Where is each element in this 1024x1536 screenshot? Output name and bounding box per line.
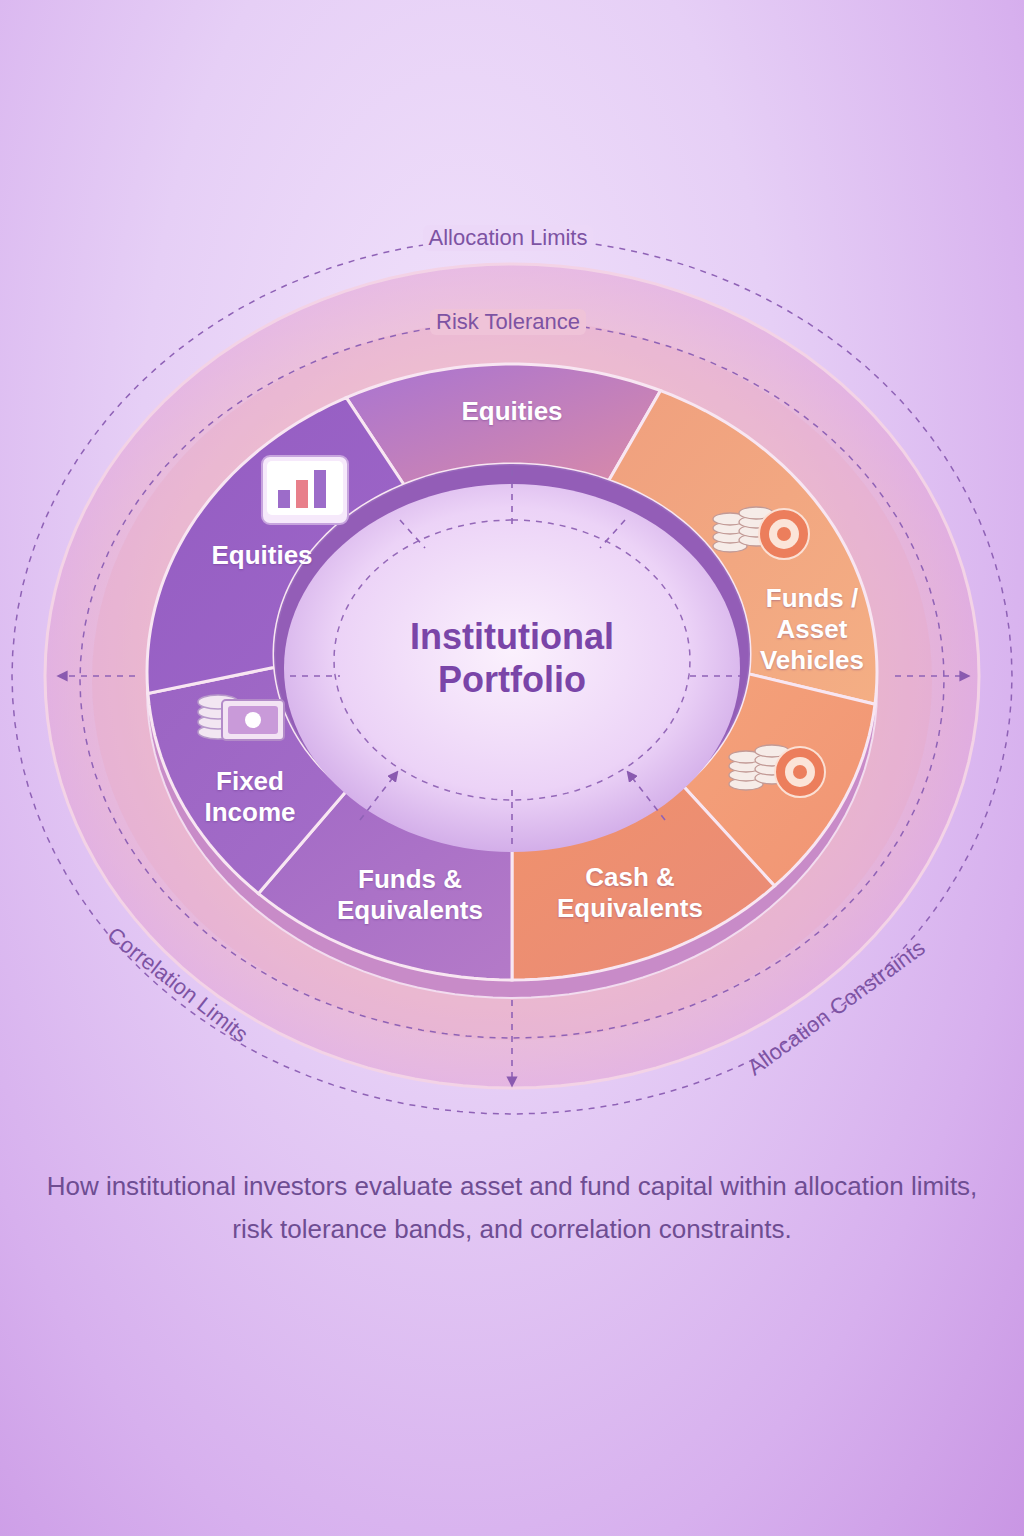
node-text: Funds / Asset Vehicles <box>743 583 881 677</box>
node-text: Cash & Equivalents <box>531 862 729 924</box>
inner-band <box>92 320 932 1040</box>
segment-label: Equities <box>402 392 622 431</box>
segment-label: Funds & Equivalents <box>305 860 515 930</box>
segment-label: Fixed Income <box>180 762 320 832</box>
segment-label: Funds / Asset Vehicles <box>737 579 887 681</box>
segment-label: Cash & Equivalents <box>525 858 735 928</box>
portfolio-core: Institutional Portfolio <box>347 611 677 705</box>
outer-band <box>45 264 979 1088</box>
node-text: Equities <box>183 540 341 571</box>
ring-base <box>147 382 877 998</box>
node-text: Institutional Portfolio <box>353 615 671 701</box>
dashed-ring <box>12 238 1012 1114</box>
segment-label: Equities <box>177 536 347 575</box>
constraint-label: Allocation Limits <box>423 225 594 251</box>
node-text: Funds & Equivalents <box>311 864 509 926</box>
node-text: Equities <box>408 396 616 427</box>
dashed-ring <box>80 322 944 1038</box>
hole-floor <box>284 484 740 852</box>
dashed-core <box>334 520 690 800</box>
caption: How institutional investors evaluate ass… <box>40 1165 984 1251</box>
node-text: Fixed Income <box>186 766 314 828</box>
constraint-label: Risk Tolerance <box>430 309 586 335</box>
coin-icon <box>729 745 825 797</box>
coin-icon <box>713 507 809 559</box>
